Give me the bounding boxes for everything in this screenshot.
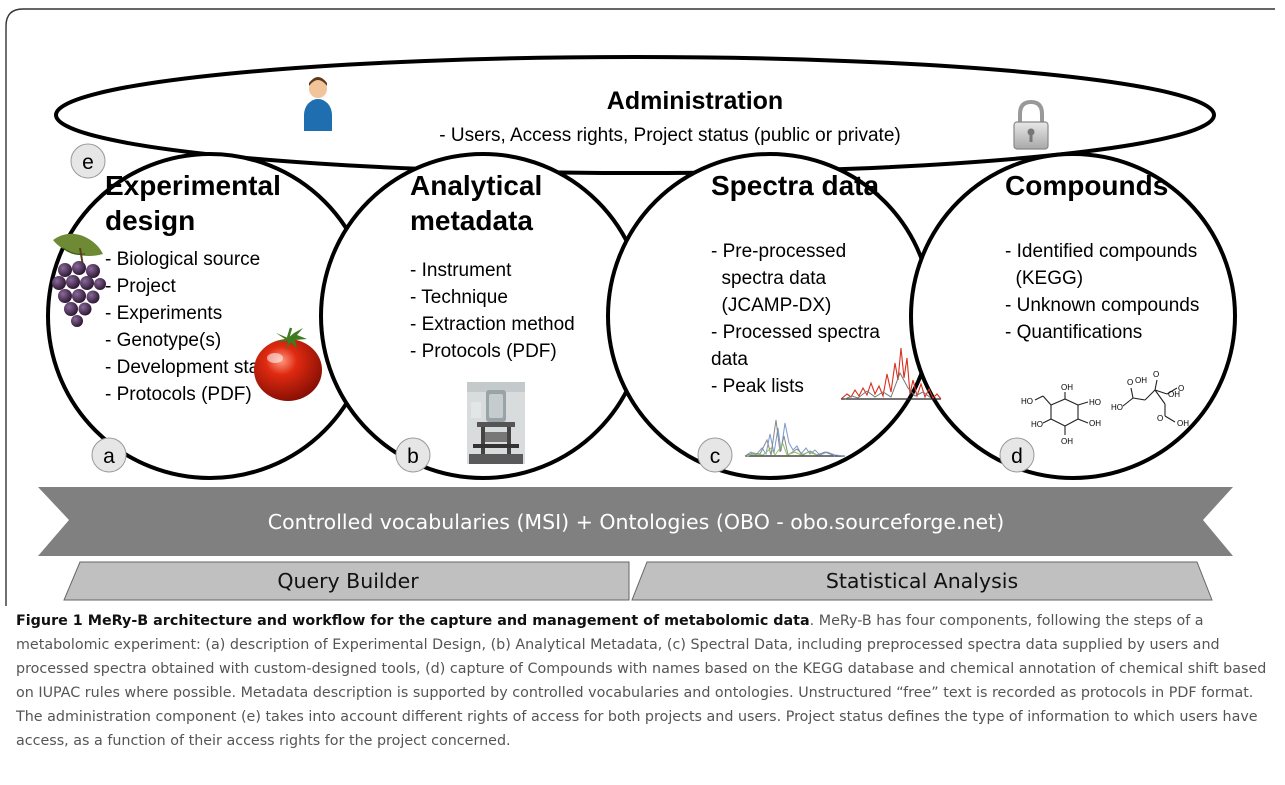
grapes-image (52, 233, 106, 327)
tomato-image (254, 327, 322, 401)
analytical-metadata-item: - Extraction method (410, 314, 575, 335)
experimental-design-item: - Protocols (PDF) (105, 384, 252, 405)
compounds-item: - Unknown compounds (1005, 295, 1199, 316)
query-builder-box (63, 561, 630, 601)
architecture-diagram: Administration - Users, Access rights, P… (5, 8, 1275, 606)
analytical-metadata-item: - Protocols (PDF) (410, 341, 557, 362)
analytical-metadata-item: - Technique (410, 287, 508, 308)
administration-description: - Users, Access rights, Project status (… (439, 125, 900, 146)
figure-frame: Administration - Users, Access rights, P… (5, 8, 1277, 778)
vocabulary-bar-label: Controlled vocabularies (MSI) + Ontologi… (268, 510, 1004, 534)
spectra-data-item: - Processed spectra (711, 322, 880, 343)
label-c-badge (697, 437, 733, 473)
spectra-data-circle (606, 152, 934, 480)
analytical-metadata-title-2: metadata (410, 205, 533, 236)
label-a-badge (91, 437, 127, 473)
frame-border (5, 8, 1275, 606)
nmr-instrument-image (467, 382, 525, 464)
molecule-label: HO (1021, 397, 1033, 406)
compounds-item: (KEGG) (1005, 268, 1083, 289)
administration-title: Administration (607, 87, 783, 115)
spectra-data-item: spectra data (711, 268, 827, 289)
spectra-data-item: - Pre-processed (711, 241, 846, 262)
query-builder-label: Query Builder (277, 569, 419, 593)
spectrum-image (744, 347, 942, 457)
vocabulary-bar-bottom (38, 520, 1233, 556)
label-a: a (103, 445, 115, 468)
compounds-item: - Quantifications (1005, 322, 1142, 343)
caption-text: . MeRy-B has four components, following … (16, 613, 1267, 749)
molecule-label: O (1153, 370, 1159, 379)
label-c: c (710, 445, 721, 468)
vocabulary-bar-top (38, 487, 1233, 520)
statistical-analysis-box (631, 561, 1213, 601)
molecule-label: HO (1031, 420, 1043, 429)
molecule-label: HO (1089, 398, 1101, 407)
label-d: d (1011, 445, 1023, 468)
label-d-badge (999, 437, 1035, 473)
label-e: e (82, 151, 94, 174)
molecule-label: OH (1061, 437, 1073, 446)
compounds-circle (909, 152, 1237, 480)
analytical-metadata-item: - Instrument (410, 260, 512, 281)
molecule-label: OH (1135, 376, 1147, 385)
compounds-title: Compounds (1005, 170, 1168, 201)
experimental-design-item: - Biological source (105, 249, 260, 270)
molecule-label: OH (1168, 390, 1180, 399)
experimental-design-item: - Development stage(s) (105, 357, 302, 378)
user-icon (304, 77, 332, 131)
experimental-design-title-2: design (105, 205, 195, 236)
compounds-item: - Identified compounds (1005, 241, 1197, 262)
label-b-badge (395, 437, 431, 473)
spectra-data-title: Spectra data (711, 170, 879, 201)
molecule-label: O (1178, 384, 1184, 393)
experimental-design-item: - Project (105, 276, 176, 297)
label-b: b (407, 445, 419, 468)
spectra-data-item: data (711, 349, 748, 370)
caption-figure-label: Figure 1 MeRy-B architecture and workflo… (16, 613, 810, 629)
molecule-label: O (1157, 414, 1163, 423)
spectra-data-item: (JCAMP-DX) (711, 295, 831, 316)
molecule-label: OH (1089, 419, 1101, 428)
statistical-analysis-label: Statistical Analysis (826, 569, 1018, 593)
molecule-structure-image (1034, 379, 1178, 435)
experimental-design-item: - Experiments (105, 303, 222, 324)
molecule-label: HO (1111, 403, 1123, 412)
padlock-icon (1013, 99, 1049, 150)
figure-caption: Figure 1 MeRy-B architecture and workflo… (16, 609, 1274, 753)
molecule-label: OH (1061, 383, 1073, 392)
molecule-label: O (1127, 378, 1133, 387)
experimental-design-title-1: Experimental (105, 170, 281, 201)
spectra-data-item: - Peak lists (711, 376, 804, 397)
experimental-design-item: - Genotype(s) (105, 330, 221, 351)
molecule-label: OH (1177, 419, 1189, 428)
analytical-metadata-title-1: Analytical (410, 170, 542, 201)
label-e-badge (70, 143, 106, 179)
administration-ellipse (54, 55, 1216, 175)
